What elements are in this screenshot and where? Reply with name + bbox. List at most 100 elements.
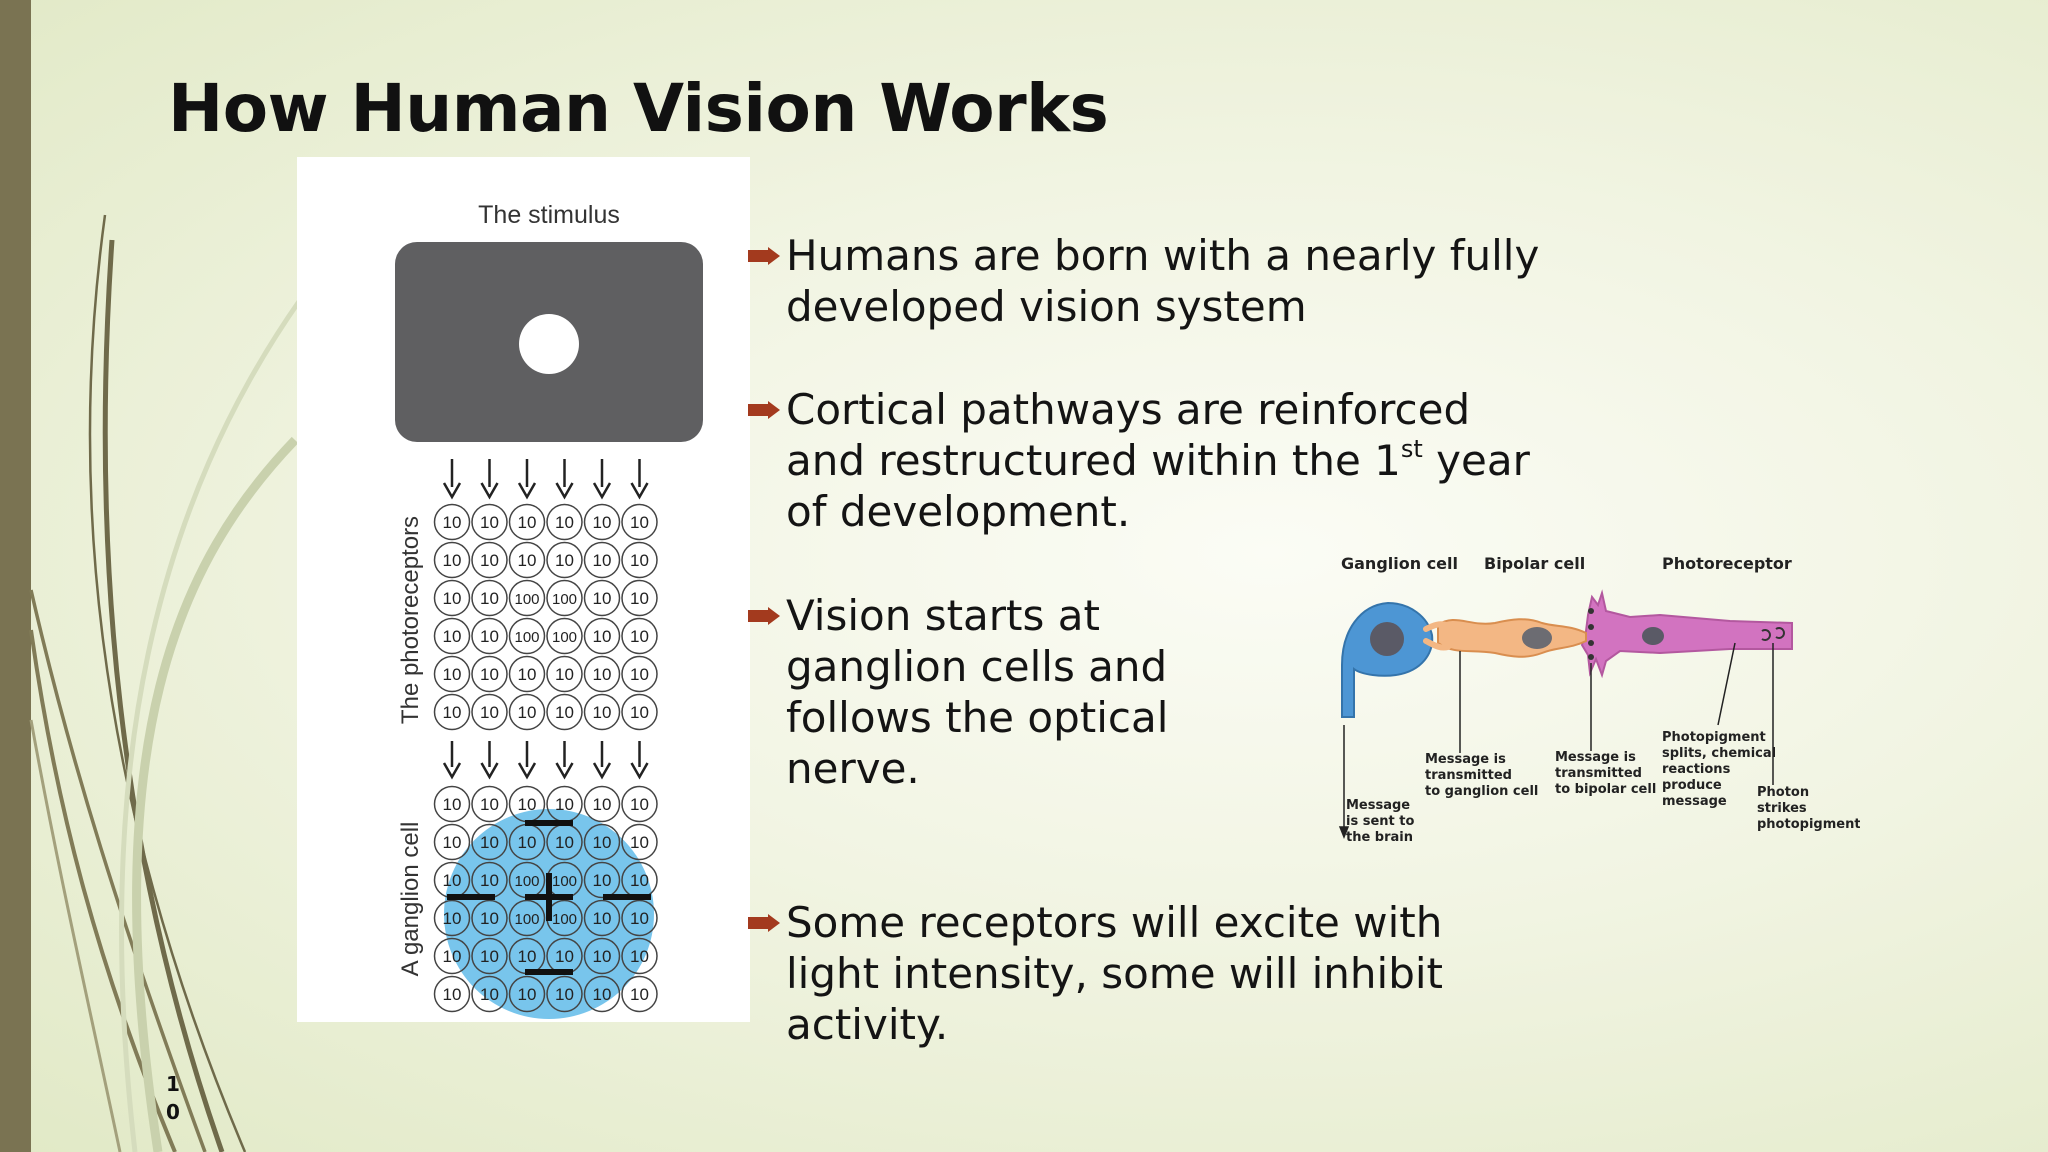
receptor-value: 10 xyxy=(630,947,649,966)
receptor-value: 10 xyxy=(443,947,462,966)
receptor-value: 10 xyxy=(555,985,574,1004)
receptor-cell: 10 xyxy=(433,503,471,541)
receptor-value: 10 xyxy=(630,985,649,1004)
receptor-value: 10 xyxy=(630,871,649,890)
receptor-value: 10 xyxy=(443,589,462,608)
receptor-cell: 10 xyxy=(621,503,658,541)
receptor-value: 10 xyxy=(555,947,574,966)
receptor-value: 10 xyxy=(630,833,649,852)
receptor-value: 10 xyxy=(443,833,462,852)
receptor-value: 10 xyxy=(480,665,499,684)
receptor-cell: 10 xyxy=(508,693,546,731)
caption-line: transmitted xyxy=(1425,768,1512,783)
caption-line: photopigment xyxy=(1757,817,1860,832)
photoreceptor-cell xyxy=(1580,589,1793,679)
receptor-value: 10 xyxy=(480,795,499,814)
receptor-cell: 10 xyxy=(508,975,546,1013)
receptor-cell: 10 xyxy=(621,693,658,731)
receptor-cell: 100 xyxy=(546,579,583,617)
center-excitation-mark xyxy=(525,873,573,921)
receptor-cell: 10 xyxy=(433,541,471,579)
receptor-cell: 100 xyxy=(546,617,583,655)
receptor-cell: 10 xyxy=(621,975,658,1013)
receptor-value: 10 xyxy=(630,909,649,928)
bipolar-cell xyxy=(1437,618,1587,658)
receptor-cell: 10 xyxy=(471,937,508,975)
receptor-cell: 10 xyxy=(433,823,471,861)
pointer-lines xyxy=(1338,642,1774,840)
receptor-value: 10 xyxy=(443,795,462,814)
bullet-text: Vision starts at ganglion cells and foll… xyxy=(786,591,1169,793)
receptor-value: 10 xyxy=(555,795,574,814)
receptor-value: 10 xyxy=(630,703,649,722)
receptor-cell: 10 xyxy=(433,937,471,975)
receptor-value: 10 xyxy=(518,985,537,1004)
receptor-cell: 10 xyxy=(583,899,621,937)
bullet-text: Cortical pathways are reinforced and res… xyxy=(786,384,1548,537)
receptor-cell: 10 xyxy=(433,975,471,1013)
receptor-cell: 100 xyxy=(508,617,546,655)
receptor-cell: 10 xyxy=(621,541,658,579)
bullet-arrow-icon xyxy=(748,607,780,625)
arrow-row xyxy=(442,459,649,500)
receptor-value: 10 xyxy=(518,665,537,684)
receptor-value: 10 xyxy=(630,627,649,646)
caption-line: the brain xyxy=(1346,830,1413,845)
receptor-cell: 10 xyxy=(583,503,621,541)
receptor-value: 10 xyxy=(518,947,537,966)
down-arrow-icon xyxy=(442,741,462,780)
receptor-cell: 10 xyxy=(583,617,621,655)
receptor-value: 10 xyxy=(480,833,499,852)
receptor-value: 10 xyxy=(480,909,499,928)
bullet-text-part: Cortical pathways are reinforced and res… xyxy=(786,385,1471,485)
receptor-cell: 10 xyxy=(546,693,583,731)
receptor-cell: 10 xyxy=(471,541,508,579)
receptor-cell: 100 xyxy=(508,899,546,937)
receptor-value: 10 xyxy=(593,627,612,646)
down-arrow-icon xyxy=(592,459,612,500)
caption-line: splits, chemical xyxy=(1662,746,1776,761)
caption-line: produce xyxy=(1662,778,1722,793)
receptor-value: 10 xyxy=(443,627,462,646)
accent-bar xyxy=(0,0,31,1152)
bullet-arrow-icon xyxy=(748,914,780,932)
surround-inhibition-marks xyxy=(447,820,651,975)
receptor-cell: 10 xyxy=(546,541,583,579)
receptor-cell: 10 xyxy=(546,503,583,541)
bullet-text-part: year of development. xyxy=(786,436,1530,536)
receptor-value: 10 xyxy=(593,909,612,928)
photoreceptor-label: Photoreceptor xyxy=(1662,554,1792,573)
receptor-cell: 10 xyxy=(471,975,508,1013)
receptor-value: 10 xyxy=(518,795,537,814)
caption-line: to ganglion cell xyxy=(1425,784,1538,799)
receptor-cell: 10 xyxy=(471,617,508,655)
receptor-cell: 10 xyxy=(546,655,583,693)
receptor-cell: 10 xyxy=(583,823,621,861)
receptor-value: 10 xyxy=(630,513,649,532)
caption-line: reactions xyxy=(1662,762,1731,777)
receptor-value: 10 xyxy=(518,513,537,532)
receptor-cell: 10 xyxy=(508,655,546,693)
bullet-arrow-icon xyxy=(748,401,780,419)
page-number: 10 xyxy=(166,1072,180,1124)
receptor-value: 10 xyxy=(480,589,499,608)
caption-line: transmitted xyxy=(1555,766,1642,781)
receptor-cell: 10 xyxy=(471,503,508,541)
receptor-value: 10 xyxy=(443,665,462,684)
receptor-value: 10 xyxy=(593,665,612,684)
down-arrow-icon xyxy=(555,459,574,500)
receptor-cell: 10 xyxy=(508,541,546,579)
receptor-value: 10 xyxy=(443,513,462,532)
receptor-cell: 10 xyxy=(583,785,621,823)
bullet-text: Some receptors will excite with light in… xyxy=(786,898,1443,1049)
receptor-value: 10 xyxy=(630,551,649,570)
down-arrow-icon xyxy=(480,459,499,500)
receptor-value: 10 xyxy=(555,551,574,570)
receptor-value: 100 xyxy=(552,629,577,646)
receptor-value: 100 xyxy=(552,873,577,890)
receptor-value: 10 xyxy=(518,551,537,570)
caption-line: is sent to xyxy=(1346,814,1414,829)
receptor-cell: 10 xyxy=(546,975,583,1013)
